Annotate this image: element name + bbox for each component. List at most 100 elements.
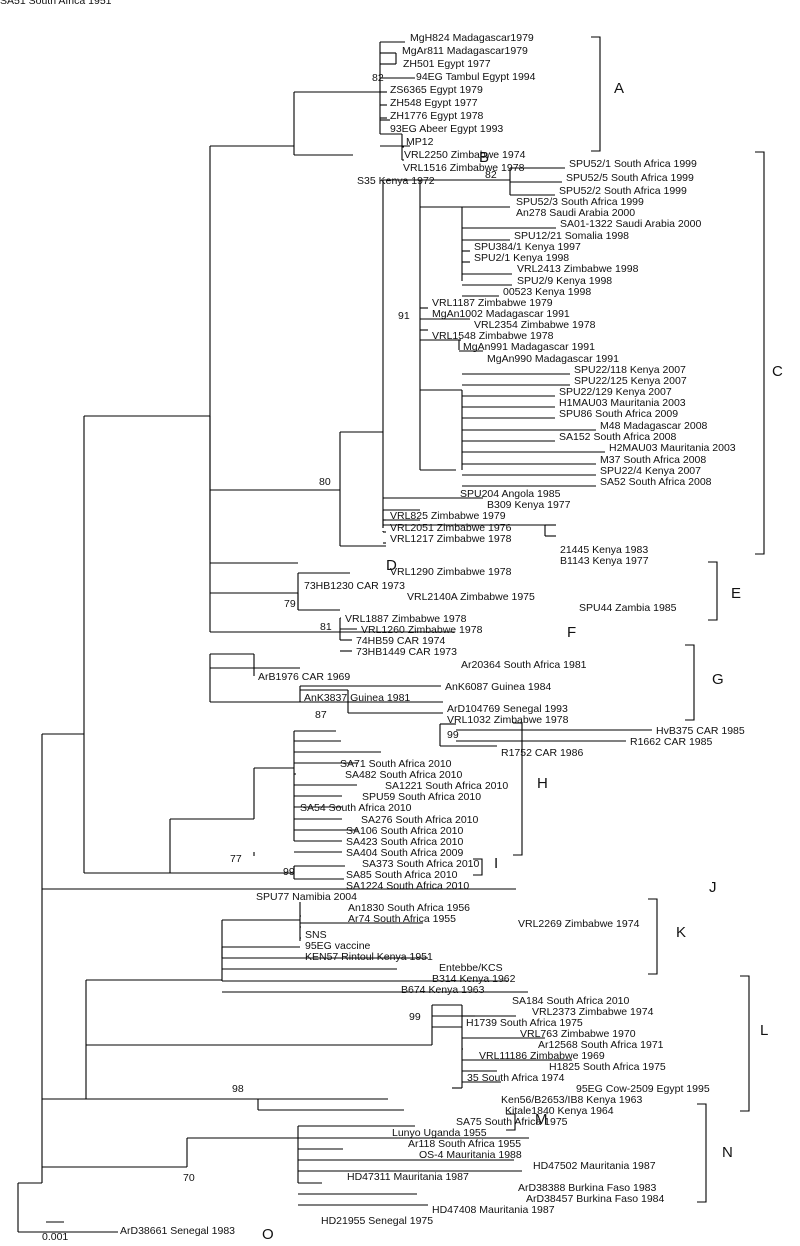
leaf-label: Lunyo Uganda 1955 [392,1127,487,1139]
leaf-label: Ar12568 South Africa 1971 [538,1039,664,1051]
leaf-label: HD47408 Mauritania 1987 [432,1204,555,1216]
leaf-label: SPU204 Angola 1985 [460,488,561,500]
leaf-label: B674 Kenya 1963 [401,984,485,996]
leaf-label: MgAn991 Madagascar 1991 [463,341,595,353]
bootstrap-value: 77 [230,853,242,865]
clade-letter: E [731,585,741,602]
leaf-label: SA54 South Africa 2010 [300,802,412,814]
leaf-label: Entebbe/KCS [439,962,503,974]
leaf-label: ZH548 Egypt 1977 [390,97,478,109]
leaf-label: 73HB1230 CAR 1973 [304,580,405,592]
bootstrap-value: 99 [447,729,459,741]
leaf-label: ArD38388 Burkina Faso 1983 [518,1182,656,1194]
leaf-label: Kitale1840 Kenya 1964 [505,1105,614,1117]
leaf-label: VRL2354 Zimbabwe 1978 [474,319,596,331]
leaf-label: ZH1776 Egypt 1978 [390,110,484,122]
leaf-label: An1830 South Africa 1956 [348,902,470,914]
leaf-label: SA106 South Africa 2010 [346,825,463,837]
leaf-label: VRL2250 Zimbabwe 1974 [404,149,526,161]
leaf-label: OS-4 Mauritania 1988 [419,1149,522,1161]
clade-letter: D [386,557,397,574]
clade-brackets [473,36,765,1203]
leaf-label: VRL1187 Zimbabwe 1979 [432,297,553,309]
leaf-label: VRL763 Zimbabwe 1970 [520,1028,636,1040]
clade-bracket [740,975,750,1112]
scale-bar-label: 0.001 [42,1231,68,1243]
bootstrap-value: 80 [319,476,331,488]
clade-bracket [473,858,483,876]
leaf-label: ArD104769 Senegal 1993 [447,703,568,715]
leaf-label: ArD38661 Senegal 1983 [120,1225,235,1237]
leaf-label: 93EG Abeer Egypt 1993 [390,123,503,135]
clade-bracket [506,1113,516,1131]
leaf-label: SPU2/9 Kenya 1998 [517,275,612,287]
leaf-label: SPU22/129 Kenya 2007 [559,386,672,398]
leaf-label: H1MAU03 Mauritania 2003 [559,397,686,409]
leaf-label: ArD38457 Burkina Faso 1984 [526,1193,664,1205]
leaf-label: VRL2051 Zimbabwe 1976 [390,522,512,534]
leaf-label: SPU52/5 South Africa 1999 [566,172,694,184]
clade-letter: N [722,1144,733,1161]
clade-letter: A [614,80,624,97]
leaf-label: VRL1260 Zimbabwe 1978 [361,624,483,636]
bootstrap-value: 82 [372,72,384,84]
leaf-label: VRL1217 Zimbabwe 1978 [390,533,512,545]
scale-bar: 0.001 [42,1221,68,1243]
clade-letter: M [535,1111,548,1128]
leaf-label: Ar20364 South Africa 1981 [461,659,587,671]
leaf-label: MgAn1002 Madagascar 1991 [432,308,570,320]
leaf-label: MgH824 Madagascar1979 [410,32,534,44]
leaf-label: MgAn990 Madagascar 1991 [487,353,619,365]
leaf-label: An278 Saudi Arabia 2000 [516,207,635,219]
leaf-label: 73HB1449 CAR 1973 [356,646,457,658]
leaf-label: B309 Kenya 1977 [487,499,571,511]
leaf-label: VRL2413 Zimbabwe 1998 [517,263,639,275]
leaf-label: SPU52/2 South Africa 1999 [559,185,687,197]
leaf-label: SPU44 Zambia 1985 [579,602,677,614]
leaf-label: SPU22/118 Kenya 2007 [574,364,686,376]
leaf-label: 94EG Tambul Egypt 1994 [416,71,536,83]
clade-letter: G [712,671,724,688]
leaf-label: R1662 CAR 1985 [630,736,712,748]
leaf-label: SA184 South Africa 2010 [512,995,629,1007]
leaf-label: AnK6087 Guinea 1984 [445,681,551,693]
leaf-label: S35 Kenya 1972 [357,175,435,187]
leaf-label: H2MAU03 Mauritania 2003 [609,442,736,454]
clade-bracket [685,644,695,721]
clade-letter: O [262,1226,274,1243]
bootstrap-value: 99 [409,1011,421,1023]
clade-bracket [591,36,601,152]
leaf-label: 95EG Cow-2509 Egypt 1995 [576,1083,710,1095]
leaf-label: B314 Kenya 1962 [432,973,516,985]
leaf-label: SPU52/3 South Africa 1999 [516,196,644,208]
leaf-label: KEN57 Rintoul Kenya 1951 [305,951,433,963]
clade-bracket [708,561,718,621]
leaf-label: SA482 South Africa 2010 [345,769,462,781]
leaf-label: AnK3837 Guinea 1981 [304,692,410,704]
leaf-label: SPU77 Namibia 2004 [256,891,357,903]
leaf-label: SA276 South Africa 2010 [361,814,478,826]
leaf-label: VRL1032 Zimbabwe 1978 [447,714,569,726]
leaf-label: SPU22/125 Kenya 2007 [574,375,687,387]
leaf-label: SNS [305,929,327,941]
leaf-label: 74HB59 CAR 1974 [356,635,445,647]
leaf-label: SA71 South Africa 2010 [340,758,452,770]
leaf-label: VRL1516 Zimbabwe 1978 [403,162,525,174]
leaf-label: SA85 South Africa 2010 [346,869,458,881]
leaf-label: Ar74 South Africa 1955 [348,913,456,925]
clade-bracket [697,1103,707,1203]
clade-letter: L [760,1022,768,1039]
leaf-label: HD47311 Mauritania 1987 [347,1171,469,1183]
leaf-label: Ar118 South Africa 1955 [408,1138,521,1150]
clade-letter: C [772,363,783,380]
clade-letter: F [567,624,576,641]
leaf-label: VRL1548 Zimbabwe 1978 [432,330,554,342]
bootstrap-value: 87 [315,709,327,721]
leaf-label: VRL1887 Zimbabwe 1978 [345,613,467,625]
leaf-label: 21445 Kenya 1983 [560,544,648,556]
leaf-label: M48 Madagascar 2008 [600,420,708,432]
bootstrap-value: 79 [284,598,296,610]
clade-letter: B [479,149,489,166]
